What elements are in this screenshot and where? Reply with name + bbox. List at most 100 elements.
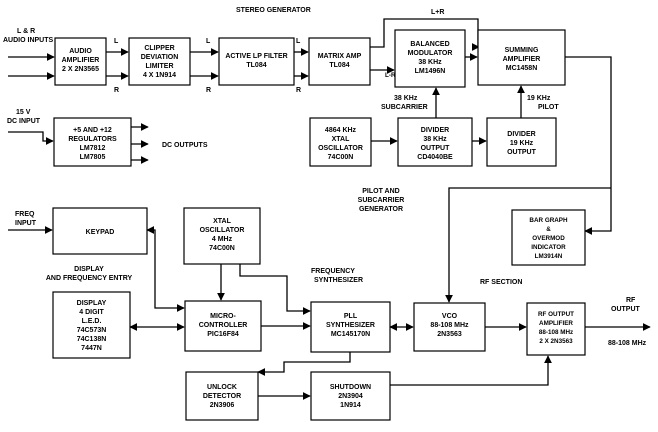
block-regulators-line-4: LM7805: [80, 154, 106, 161]
block-xtal-top-line-1: 4864 KHz: [325, 127, 357, 134]
label-freq-synth-2: SYNTHESIZER: [314, 277, 363, 284]
label-l-2: L: [206, 38, 211, 45]
block-summing-amplifier: SUMMING AMPLIFIER MC1458N: [477, 29, 566, 86]
label-subcarrier-2: SUBCARRIER: [381, 104, 428, 111]
block-divider19-line-3: OUTPUT: [507, 149, 537, 156]
block-xtal4-line-1: XTAL: [213, 218, 231, 225]
block-display-line-6: 7447N: [81, 345, 102, 352]
label-dc-input-1: 15 V: [16, 109, 31, 116]
label-rf-band: 88-108 MHz: [608, 340, 647, 347]
label-display-entry-2: AND FREQUENCY ENTRY: [46, 275, 133, 282]
block-shutdown-line-1: SHUTDOWN: [330, 384, 371, 391]
block-xtal4-line-2: OSCILLATOR: [200, 227, 245, 234]
block-pll-line-3: MC145170N: [331, 331, 370, 338]
block-audio-amplifier: AUDIO AMPLIFIER 2 X 2N3565: [54, 37, 107, 86]
block-clipper-line-1: CLIPPER: [144, 45, 174, 52]
block-keypad: KEYPAD: [52, 207, 148, 255]
block-clipper-line-4: 4 X 1N914: [143, 72, 176, 79]
block-vco: VCO 88-108 MHz 2N3563: [413, 302, 486, 352]
block-pll-line-1: PLL: [344, 313, 358, 320]
block-vco-line-1: VCO: [442, 313, 458, 320]
label-rf-section: RF SECTION: [480, 279, 522, 286]
block-unlock-line-1: UNLOCK: [207, 384, 237, 391]
block-bal-mod-line-2: MODULATOR: [408, 50, 453, 57]
block-lp-filter-line-1: ACTIVE LP FILTER: [225, 53, 287, 60]
block-led-display: DISPLAY 4 DIGIT L.E.D. 74C573N 74C138N 7…: [52, 291, 131, 359]
block-summing-line-2: AMPLIFIER: [503, 56, 541, 63]
block-summing-line-1: SUMMING: [505, 47, 539, 54]
label-rf-output-2: OUTPUT: [611, 306, 641, 313]
block-display-line-1: DISPLAY: [77, 300, 107, 307]
block-unlock-line-2: DETECTOR: [203, 393, 241, 400]
block-audio-amplifier-line-1: AUDIO: [69, 48, 92, 55]
block-shutdown-line-2: 2N3904: [338, 393, 363, 400]
block-regulators: +5 AND +12 REGULATORS LM7812 LM7805: [53, 117, 132, 167]
block-regulators-line-2: REGULATORS: [68, 136, 117, 143]
block-display-line-4: 74C573N: [77, 327, 107, 334]
block-display-line-2: 4 DIGIT: [79, 309, 104, 316]
block-rf-amp-line-3: 88-108 MHz: [539, 329, 573, 336]
block-active-lp-filter: ACTIVE LP FILTER TL084: [218, 37, 295, 86]
block-xtal-top-line-4: 74C00N: [328, 154, 354, 161]
block-audio-amplifier-line-2: AMPLIFIER: [62, 57, 100, 64]
block-rf-output-amplifier: RF OUTPUT AMPLIFIER 88-108 MHz 2 X 2N356…: [526, 302, 586, 356]
block-shutdown: SHUTDOWN 2N3904 1N914: [310, 371, 391, 421]
block-bar-graph-line-1: BAR GRAPH: [529, 217, 568, 224]
block-regulators-line-3: LM7812: [80, 145, 106, 152]
block-shutdown-line-3: 1N914: [340, 402, 361, 409]
block-bar-graph-line-5: LM3914N: [535, 253, 563, 260]
block-audio-amplifier-line-3: 2 X 2N3565: [62, 66, 99, 73]
block-xtal4-line-4: 74C00N: [209, 245, 235, 252]
block-display-line-3: L.E.D.: [82, 318, 102, 325]
label-dc-input-2: DC INPUT: [7, 118, 41, 125]
block-matrix-amp-line-1: MATRIX AMP: [318, 53, 362, 60]
block-vco-line-3: 2N3563: [437, 331, 462, 338]
block-regulators-line-1: +5 AND +12: [73, 127, 112, 134]
block-bar-graph-line-2: &: [546, 226, 551, 233]
block-matrix-amp: MATRIX AMP TL084: [308, 37, 371, 86]
block-unlock-line-3: 2N3906: [210, 402, 235, 409]
label-pilot-gen-3: GENERATOR: [359, 206, 403, 213]
block-divider38-line-1: DIVIDER: [421, 127, 449, 134]
diagram-title: STEREO GENERATOR: [236, 7, 311, 14]
label-freq-synth-1: FREQUENCY: [311, 268, 355, 275]
label-display-entry-1: DISPLAY: [74, 266, 104, 273]
block-rf-amp-line-2: AMPLIFIER: [539, 320, 573, 327]
block-divider-19khz: DIVIDER 19 KHz OUTPUT: [486, 117, 557, 167]
label-rf-output-1: RF: [626, 297, 636, 304]
block-xtal4-line-3: 4 MHz: [212, 236, 233, 243]
block-rf-amp-line-4: 2 X 2N3563: [539, 338, 573, 345]
block-divider19-line-2: 19 KHz: [510, 140, 534, 147]
block-bal-mod-line-1: BALANCED: [410, 41, 449, 48]
block-divider38-line-3: OUTPUT: [421, 145, 451, 152]
block-divider38-line-2: 38 KHz: [423, 136, 447, 143]
block-vco-line-2: 88-108 MHz: [430, 322, 469, 329]
label-pilot-1: 19 KHz: [527, 95, 551, 102]
connection-lines: [8, 18, 651, 400]
label-pilot-gen-2: SUBCARRIER: [358, 197, 405, 204]
label-l-minus-r: L-R: [385, 72, 396, 79]
block-bar-graph-indicator: BAR GRAPH & OVERMOD INDICATOR LM3914N: [511, 209, 586, 266]
block-lp-filter-line-2: TL084: [246, 62, 266, 69]
label-freq-input-1: FREQ: [15, 211, 35, 218]
label-l-3: L: [296, 38, 301, 45]
block-clipper-line-3: LIMITER: [146, 63, 174, 70]
label-subcarrier-1: 38 KHz: [394, 95, 418, 102]
block-microcontroller: MICRO- CONTROLLER PIC16F84: [184, 300, 262, 352]
block-display-line-5: 74C138N: [77, 336, 107, 343]
block-bal-mod-line-3: 38 KHz: [418, 59, 442, 66]
label-pilot-gen-1: PILOT AND: [362, 188, 399, 195]
label-l-plus-r: L+R: [431, 9, 444, 16]
label-l-1: L: [114, 38, 119, 45]
label-audio-inputs-2: AUDIO INPUTS: [3, 37, 54, 44]
block-xtal-oscillator-4mhz: XTAL OSCILLATOR 4 MHz 74C00N: [183, 207, 261, 265]
block-bar-graph-line-3: OVERMOD: [532, 235, 565, 242]
block-pll-synthesizer: PLL SYNTHESIZER MC145170N: [310, 301, 391, 353]
block-matrix-amp-line-2: TL084: [329, 62, 349, 69]
block-xtal-oscillator-4864khz: 4864 KHz XTAL OSCILLATOR 74C00N: [309, 117, 372, 167]
label-r-3: R: [296, 87, 301, 94]
block-clipper-limiter: CLIPPER DEVIATION LIMITER 4 X 1N914: [128, 37, 191, 86]
label-freq-input-2: INPUT: [15, 220, 37, 227]
block-rf-amp-line-1: RF OUTPUT: [538, 311, 574, 318]
block-divider38-line-4: CD4040BE: [417, 154, 453, 161]
